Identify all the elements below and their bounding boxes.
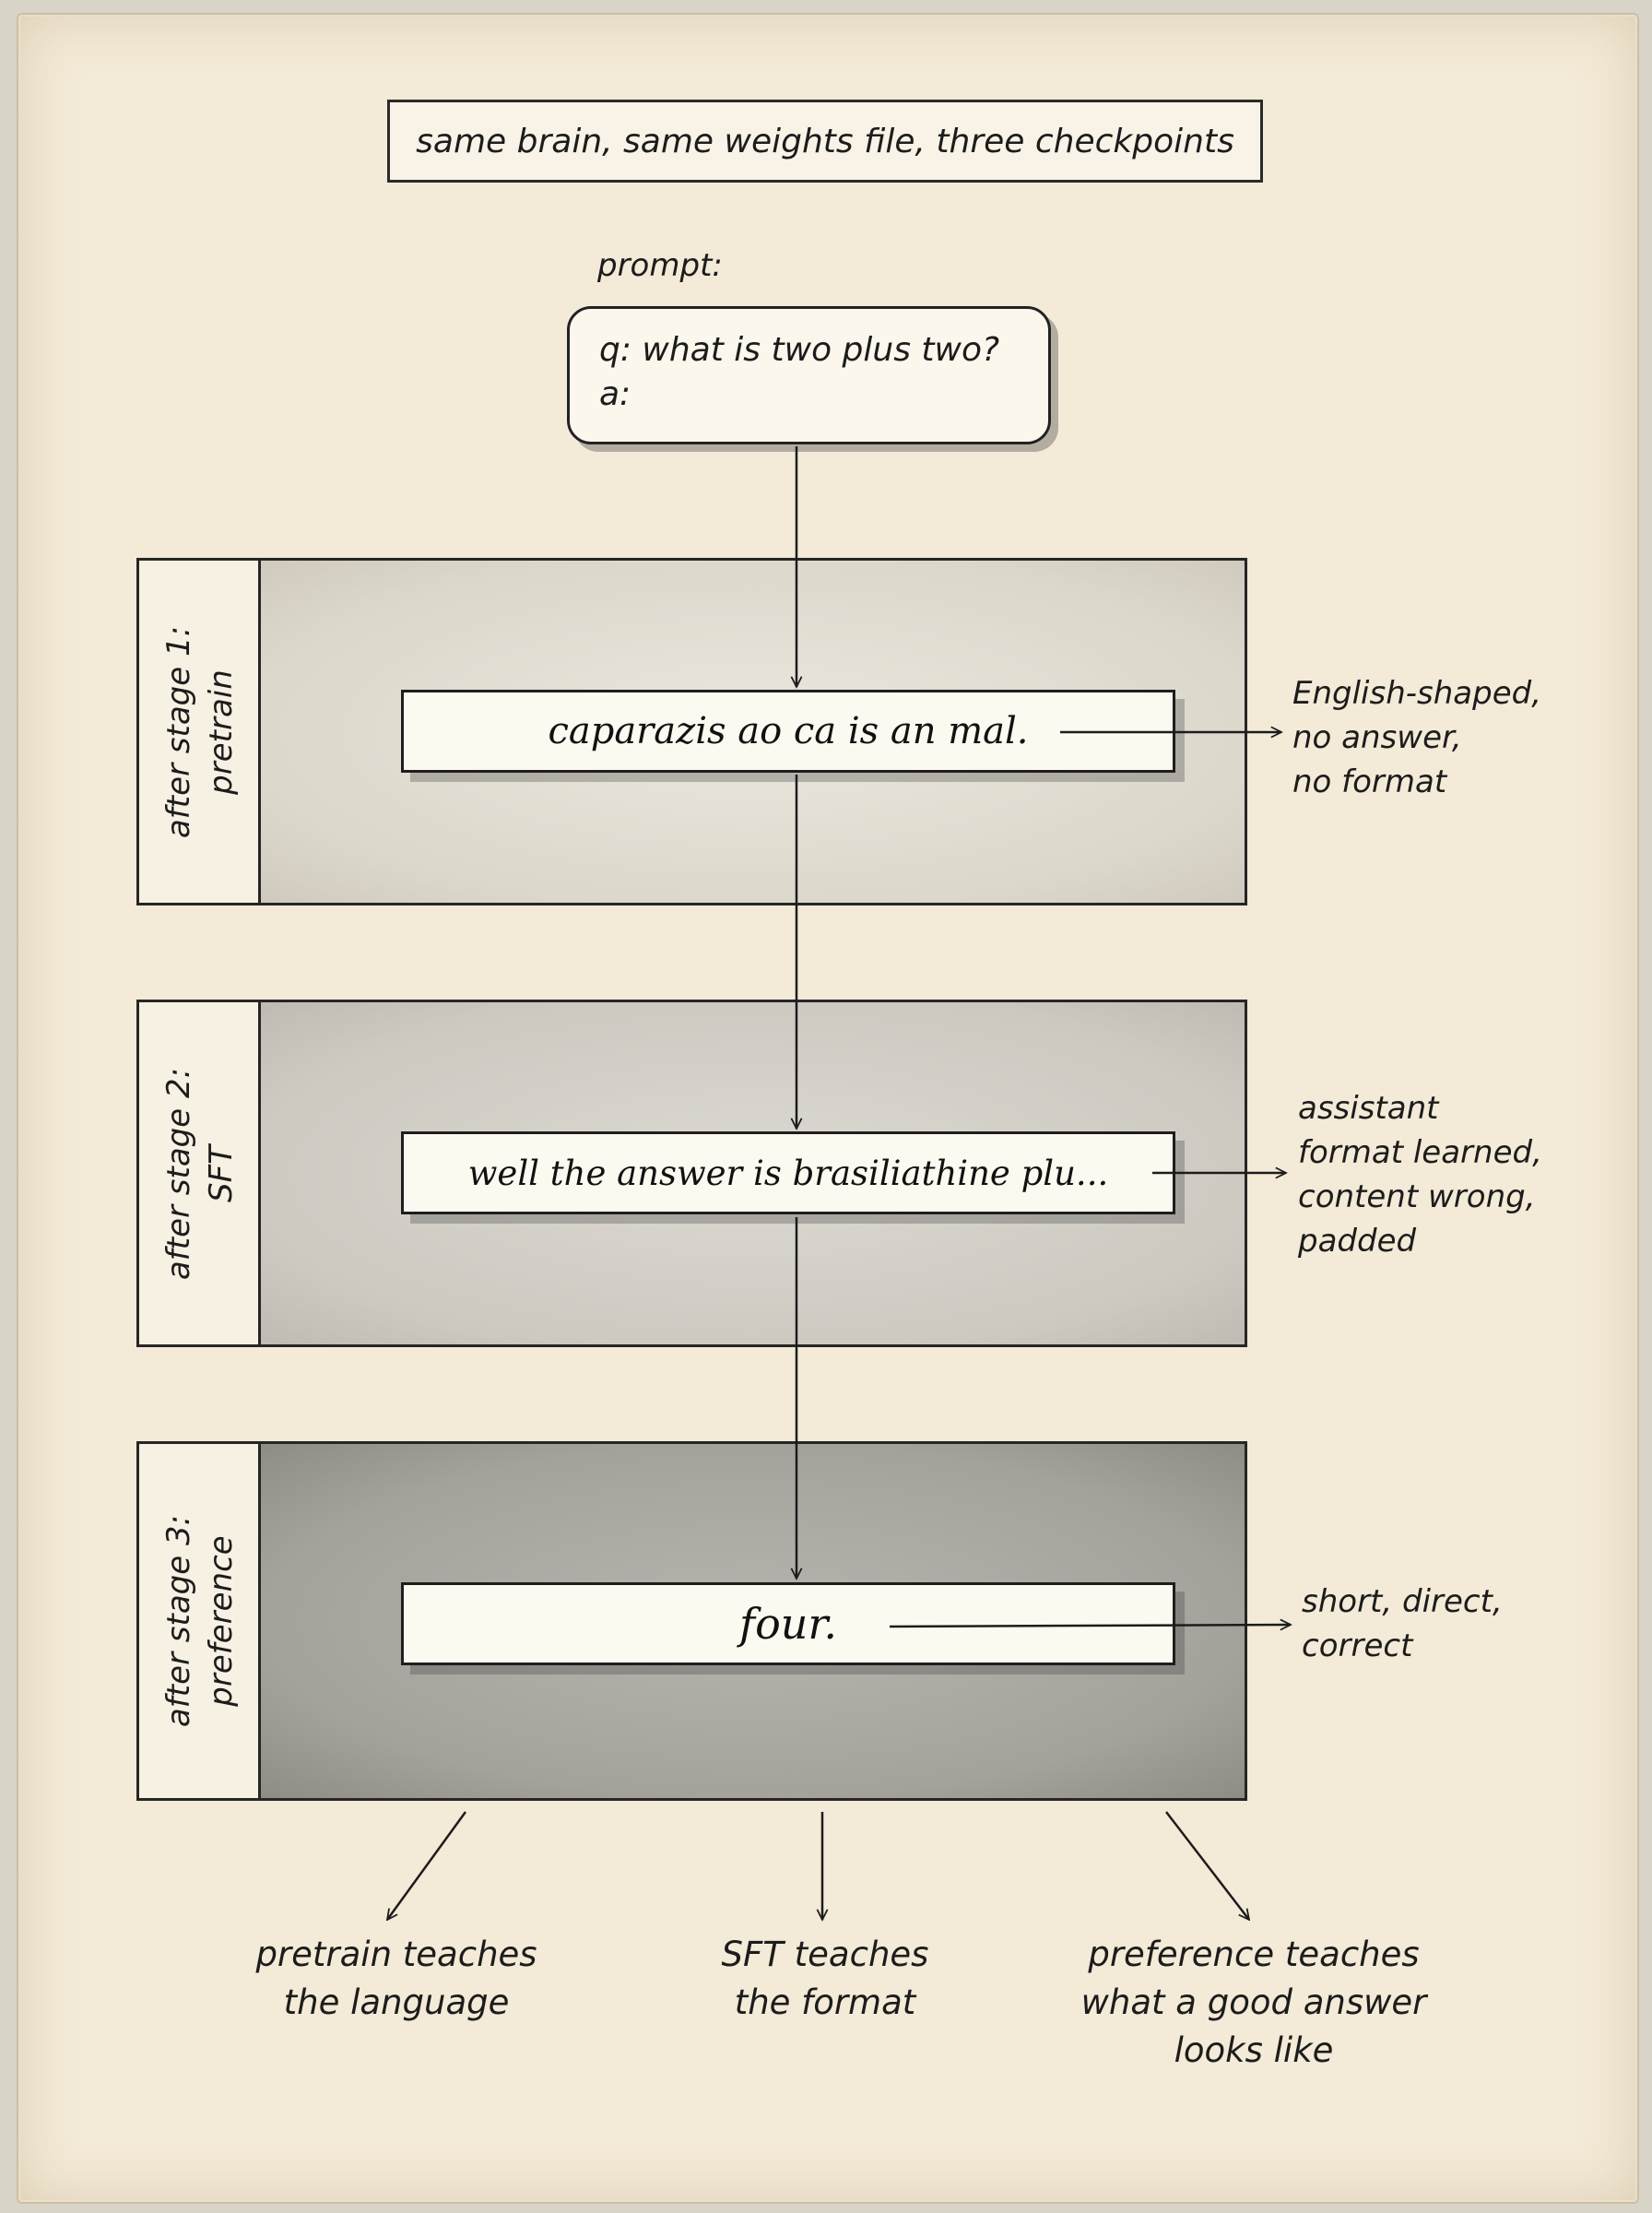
- takeaway-preference: preference teaches what a good answer lo…: [1051, 1931, 1457, 2075]
- stage-1-label-box: after stage 1: pretrain: [139, 561, 261, 903]
- stage-1-note-line1: English-shaped,: [1292, 675, 1542, 712]
- stage-2-label-box: after stage 2: SFT: [139, 1002, 261, 1344]
- takeaway-3-line1: preference teaches: [1088, 1935, 1420, 1974]
- stage-3-note: short, direct, correct: [1302, 1580, 1503, 1668]
- prompt-line-answer: a:: [599, 375, 631, 413]
- takeaway-3-line2: what a good answer: [1080, 1982, 1427, 2022]
- arrow-stage3-note: [889, 1625, 1291, 1627]
- stage-1-output: caparazis ao ca is an mal.: [548, 710, 1029, 752]
- stage-1-output-box: caparazis ao ca is an mal.: [401, 690, 1175, 773]
- takeaway-3-line3: looks like: [1174, 2030, 1334, 2070]
- takeaway-1-line2: the language: [283, 1982, 510, 2022]
- arrow-to-takeaway-1: [387, 1811, 467, 1920]
- prompt-line-question: q: what is two plus two?: [599, 331, 1000, 369]
- stage-3-output-box: four.: [401, 1582, 1175, 1665]
- stage-2-note-line3: content wrong,: [1298, 1178, 1536, 1215]
- stage-3-note-line2: correct: [1302, 1627, 1413, 1664]
- prompt-box: q: what is two plus two? a:: [567, 306, 1051, 444]
- stage-2-note-line1: assistant: [1298, 1090, 1439, 1127]
- stage-2-note: assistant format learned, content wrong,…: [1298, 1086, 1542, 1263]
- takeaway-2-line1: SFT teaches: [721, 1935, 929, 1974]
- stage-1-note-line3: no format: [1292, 763, 1447, 800]
- stage-1-note-line2: no answer,: [1292, 719, 1462, 756]
- takeaway-2-line2: the format: [734, 1982, 916, 2022]
- prompt-label: prompt:: [597, 247, 723, 284]
- arrow-to-takeaway-3: [1165, 1811, 1249, 1920]
- stage-2-output: well the answer is brasiliathine plu...: [467, 1153, 1109, 1193]
- stage-3-label-box: after stage 3: preference: [139, 1444, 261, 1798]
- diagram-title: same brain, same weights file, three che…: [416, 122, 1234, 160]
- stage-1-note: English-shaped, no answer, no format: [1292, 671, 1541, 804]
- title-banner: same brain, same weights file, three che…: [387, 100, 1263, 183]
- stage-3-output: four.: [739, 1599, 837, 1649]
- stage-3-note-line1: short, direct,: [1302, 1583, 1503, 1620]
- takeaway-pretrain: pretrain teaches the language: [230, 1931, 562, 2027]
- takeaway-sft: SFT teaches the format: [678, 1931, 973, 2027]
- takeaway-1-line1: pretrain teaches: [255, 1935, 537, 1974]
- stage-2-note-line4: padded: [1298, 1223, 1417, 1260]
- stage-2-note-line2: format learned,: [1298, 1134, 1542, 1171]
